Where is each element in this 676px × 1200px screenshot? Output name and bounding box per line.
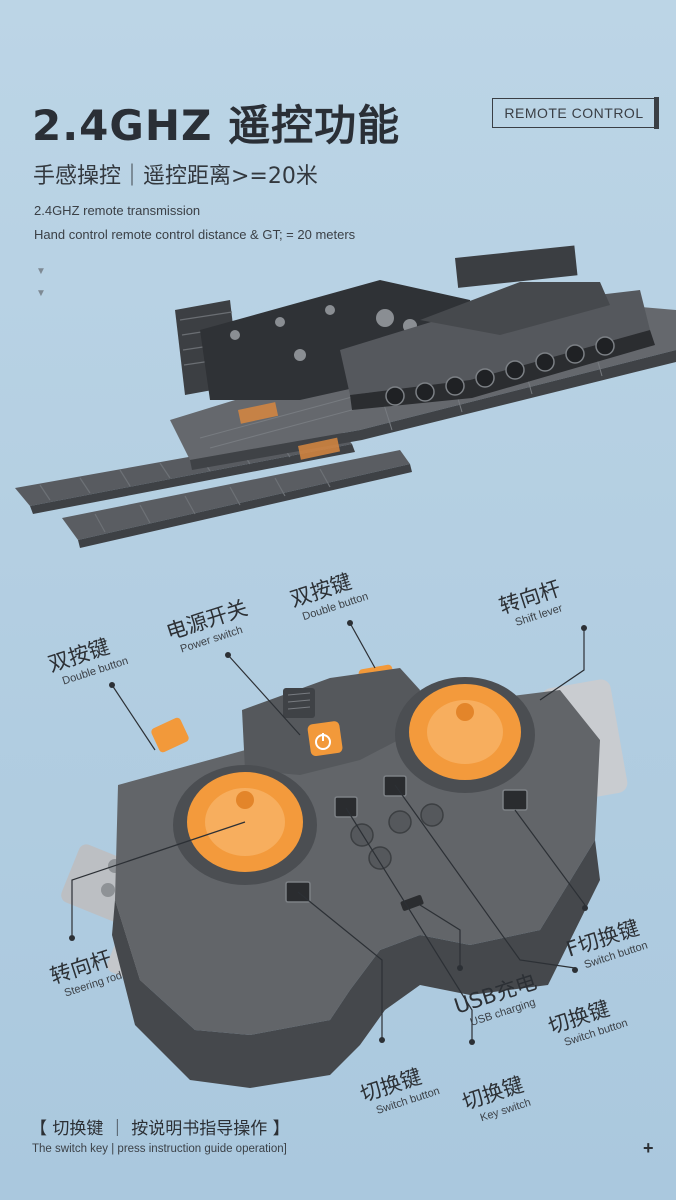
triangle-down-icon: ▼ xyxy=(36,266,46,277)
remote-control-badge: REMOTE CONTROL xyxy=(492,97,659,129)
callout-dots xyxy=(69,620,588,1045)
description-line-2: Hand control remote control distance & G… xyxy=(34,227,356,242)
remote-controller xyxy=(61,664,628,1088)
triangle-down-icon: ▼ xyxy=(36,288,46,299)
plus-icon: + xyxy=(643,1138,654,1158)
footer-note-en: The switch key | press instruction guide… xyxy=(32,1143,287,1155)
page-title: 2.4GHZ 遥控功能 xyxy=(32,101,401,150)
subtitle: 手感操控｜遥控距离>=20米 xyxy=(33,164,318,189)
power-icon xyxy=(307,721,343,757)
description-line-1: 2.4GHZ remote transmission xyxy=(34,203,201,218)
callout-lines xyxy=(71,622,586,1040)
tank-transporter-model xyxy=(15,245,676,548)
footer-note-cn: 【 切换键 ｜ 按说明书指导操作 】 xyxy=(30,1119,290,1139)
